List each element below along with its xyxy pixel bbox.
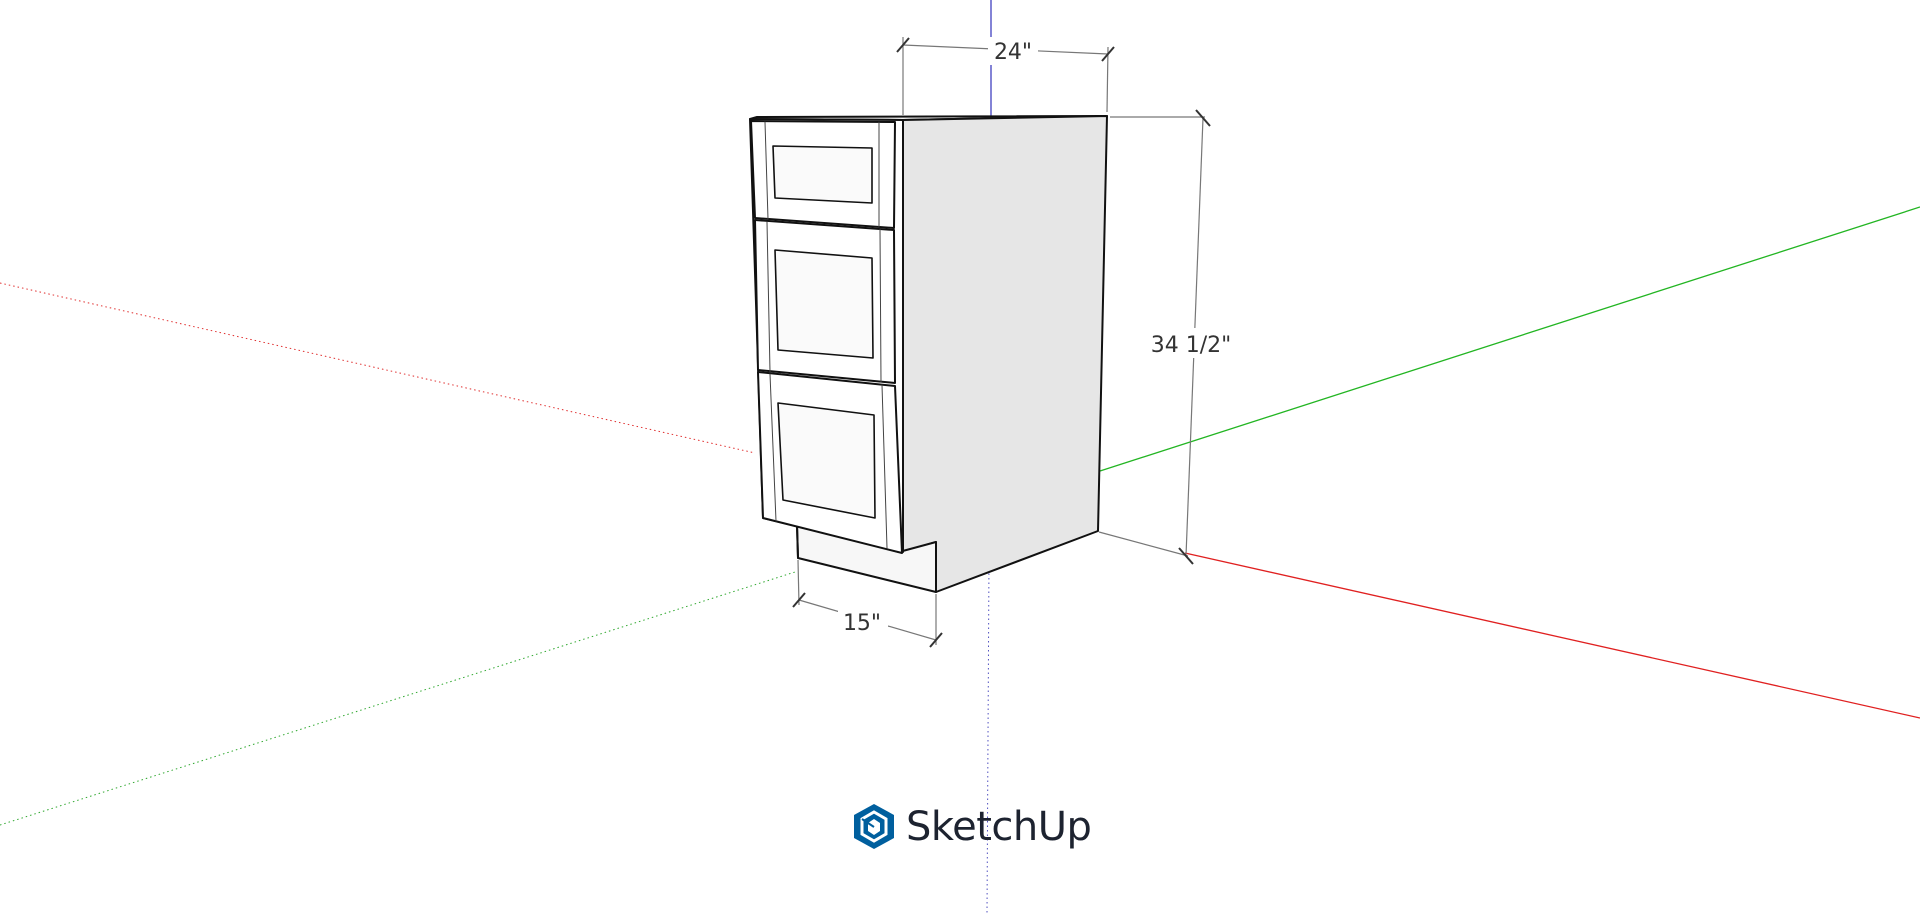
height-tick-bottom [1178, 547, 1194, 565]
width-tick-left [792, 592, 806, 608]
drawer-1-panel [772, 145, 873, 204]
height-extension-bottom [1098, 531, 1189, 557]
sketchup-logo: SketchUp [854, 804, 1092, 850]
cabinet-model[interactable] [749, 115, 1108, 593]
red-axis-dotted [0, 282, 756, 454]
green-axis-dotted [0, 571, 796, 826]
dimension-width[interactable]: 15" [792, 559, 943, 648]
sketchup-logo-text: SketchUp [906, 804, 1091, 850]
drawer-2-stile-right [879, 228, 882, 383]
depth-tick-left [896, 37, 910, 53]
drawer-3-stile-left [769, 373, 777, 522]
red-axis-solid [1184, 552, 1920, 719]
width-label-bg [838, 608, 888, 636]
dimension-height[interactable]: 34 1/2" [1098, 109, 1234, 565]
dimension-depth[interactable]: 24" [896, 37, 1115, 115]
toe-kick-shadow-edge [796, 524, 799, 559]
drawer-3-stile-right [881, 384, 888, 549]
width-label[interactable]: 15" [843, 611, 881, 636]
depth-tick-right [1101, 46, 1115, 62]
drawer-2-panel [774, 249, 874, 359]
drawer-1-stile-left [764, 121, 769, 220]
drawer-3[interactable] [757, 371, 903, 554]
height-label[interactable]: 34 1/2" [1151, 333, 1232, 358]
drawer-2-stile-left [766, 221, 771, 373]
dimensions[interactable]: 24" 34 1/2" 15" [792, 37, 1234, 648]
blue-axis-dotted [986, 559, 990, 913]
depth-label[interactable]: 24" [994, 40, 1032, 65]
drawer-2[interactable] [754, 219, 896, 384]
depth-label-bg [988, 37, 1038, 65]
height-tick-top [1195, 109, 1211, 127]
width-extension-left [797, 559, 800, 606]
drawer-1[interactable] [750, 120, 896, 229]
cabinet-side-face[interactable] [902, 115, 1108, 593]
drawer-3-panel [777, 402, 876, 519]
depth-extension-right [1106, 46, 1109, 113]
green-axis-solid [1099, 206, 1920, 472]
height-label-bg [1150, 328, 1234, 358]
sketchup-logo-icon [854, 804, 894, 849]
width-tick-right [929, 632, 943, 648]
